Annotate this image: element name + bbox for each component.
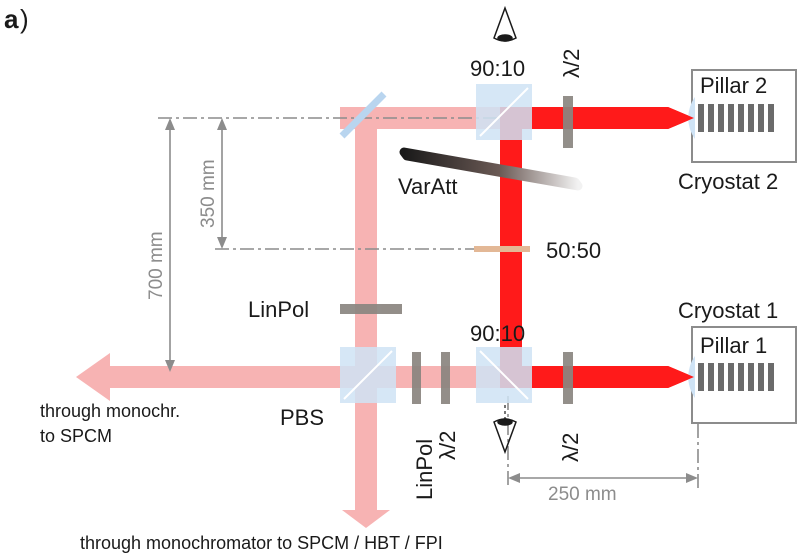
signal-arrow-down <box>342 510 390 528</box>
cryostat-2-label: Cryostat 2 <box>678 169 778 194</box>
laser-beam-top <box>500 107 668 129</box>
signal-beam-horizontal <box>108 366 510 388</box>
output-bottom-label: through monochromator to SPCM / HBT / FP… <box>80 533 443 553</box>
beamsplitter-diagonal <box>479 87 529 137</box>
cryostat-2 <box>668 69 797 163</box>
pillar-1-micropillar <box>698 363 774 391</box>
linpol-mid-label: LinPol <box>248 297 309 322</box>
beamsplitter-diagonal <box>479 350 529 400</box>
beamsplitter-90-10-bottom <box>476 347 532 403</box>
signal-beams <box>76 107 510 528</box>
laser-focus-bottom-overlay <box>668 366 694 388</box>
dimension-250-label: 250 mm <box>548 484 617 505</box>
polarization-optics <box>340 96 573 404</box>
panel-label-letter: a <box>4 4 19 34</box>
varatt-label: VarAtt <box>398 174 458 199</box>
laser-beam-bottom <box>500 366 668 388</box>
linpol-detection <box>412 352 421 404</box>
halfwave-plate-top <box>563 96 573 148</box>
halfwave-plate-bottom <box>563 352 573 404</box>
pillar-1-label: Pillar 1 <box>700 333 767 358</box>
arrowhead <box>217 237 227 249</box>
cryostat-1-label: Cryostat 1 <box>678 298 778 323</box>
arrowhead <box>165 118 175 130</box>
dimension-700-label: 700 mm <box>146 231 167 300</box>
bs-5050-label: 50:50 <box>546 238 601 263</box>
arrowhead <box>165 360 175 372</box>
mirror-corner <box>339 91 387 139</box>
halfwave-bottom-label: λ/2 <box>558 433 583 462</box>
arrowhead <box>686 473 698 483</box>
bs-bottom-label: 90:10 <box>470 321 525 346</box>
laser-focus-top-overlay <box>668 107 694 129</box>
beamsplitter-90-10-top <box>476 84 532 140</box>
bs-top-label: 90:10 <box>470 56 525 81</box>
halfwave-detection-label: λ/2 <box>435 431 460 460</box>
pillar-2-micropillar <box>698 104 774 132</box>
output-left-line1: through monochr. <box>40 401 180 421</box>
output-left-line2: to SPCM <box>40 426 112 446</box>
signal-arrow-left <box>76 353 110 401</box>
camera-top-icon <box>493 5 517 42</box>
pillar-2-label: Pillar 2 <box>700 73 767 98</box>
camera-bottom-icon <box>493 418 517 455</box>
signal-beam-top <box>340 107 510 129</box>
halfwave-plate-detection <box>441 352 450 404</box>
halfwave-top-label: λ/2 <box>559 49 584 78</box>
arrowhead <box>508 473 520 483</box>
pbs-label: PBS <box>280 405 324 430</box>
dimension-350-label: 350 mm <box>198 159 219 228</box>
arrowhead <box>217 118 227 130</box>
beamsplitter-50-50-plate <box>474 246 530 252</box>
pbs-diagonal <box>343 350 393 400</box>
dimension-arrowheads <box>165 118 698 483</box>
linpol-mid <box>340 304 402 314</box>
panel-label-paren: ) <box>20 4 29 34</box>
cryostat-1 <box>668 326 797 424</box>
polarizing-beamsplitter <box>340 347 396 403</box>
linpol-detection-label: LinPol <box>412 439 437 500</box>
variable-attenuator <box>399 147 583 191</box>
